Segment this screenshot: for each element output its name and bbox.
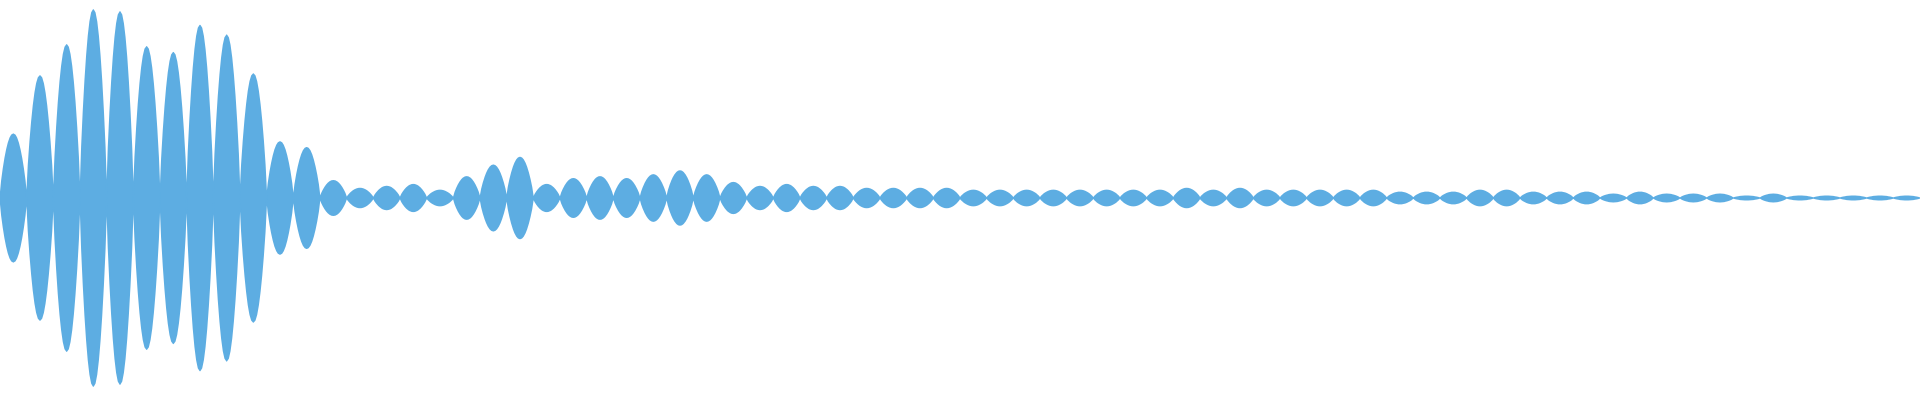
- waveform-shape: [0, 9, 1920, 387]
